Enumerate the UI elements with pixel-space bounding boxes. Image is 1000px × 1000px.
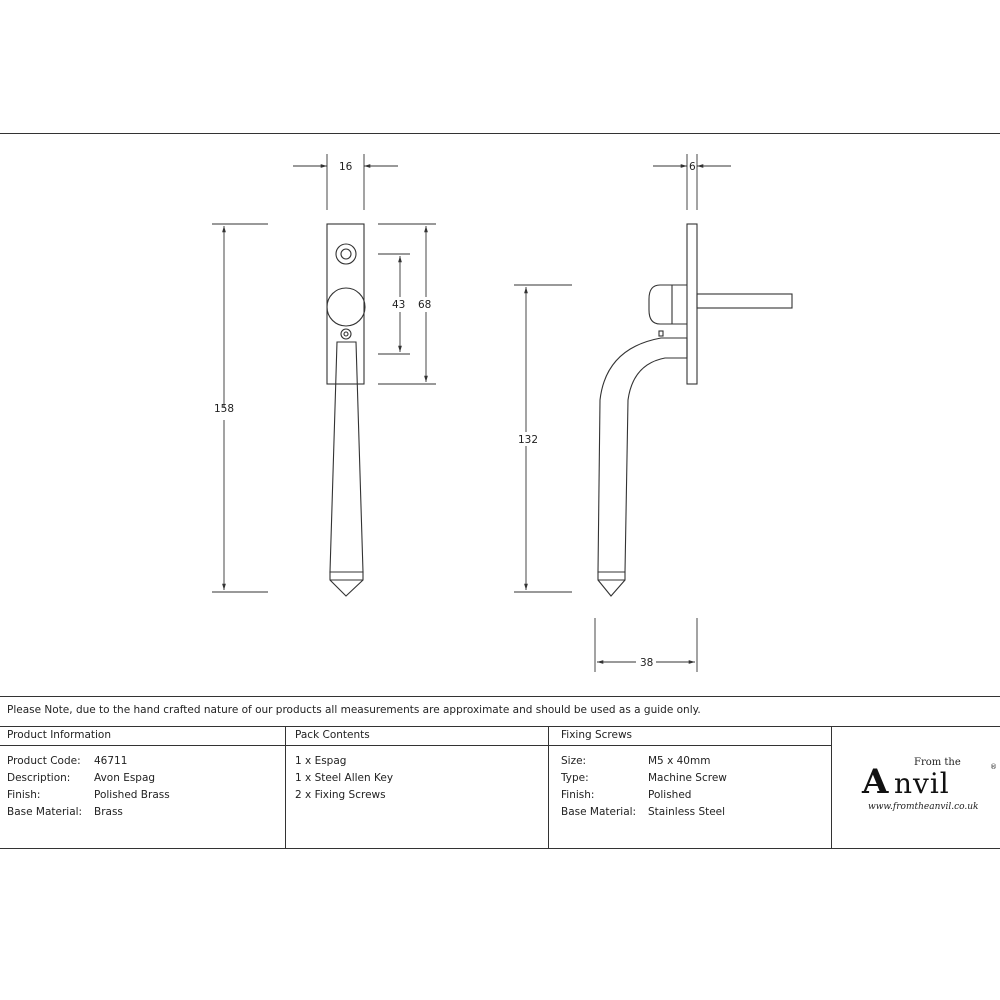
base-material-value: Brass [94, 806, 123, 818]
screw-base-material-value: Stainless Steel [648, 806, 726, 818]
product-info-values: 46711 Avon Espag Polished Brass Brass [94, 753, 170, 821]
side-handle [597, 337, 688, 573]
fixing-screws-values: M5 x 40mm Machine Screw Polished Stainle… [648, 753, 727, 821]
note-divider [0, 726, 1000, 727]
front-handle-tip [329, 571, 364, 597]
product-info-labels: Product Code: Description: Finish: Base … [7, 753, 82, 821]
side-backplate [686, 223, 698, 385]
screw-base-material-label: Base Material: [561, 806, 637, 818]
dim-hole-spacing: 43 [392, 299, 405, 311]
base-material-label: Base Material: [7, 806, 83, 818]
finish-value: Polished Brass [94, 789, 170, 801]
description-value: Avon Espag [94, 772, 156, 784]
dim-projection: 38 [640, 657, 653, 669]
description-label: Description: [7, 772, 71, 784]
side-spindle [696, 293, 793, 309]
col-divider-1 [285, 727, 286, 848]
top-border [0, 133, 1000, 134]
dim-front-width: 16 [339, 161, 353, 173]
pack-item: 1 x Espag [295, 755, 347, 767]
side-view [597, 223, 793, 597]
screw-size-value: M5 x 40mm [648, 755, 711, 767]
pack-item: 1 x Steel Allen Key [295, 772, 394, 784]
logo-from-text: From the [914, 757, 961, 768]
side-boss [648, 284, 687, 325]
col-divider-3 [831, 727, 832, 848]
fixing-screws-labels: Size: Type: Finish: Base Material: [561, 753, 636, 821]
logo-wordmark: nvil [894, 767, 950, 800]
product-code-label: Product Code: [7, 755, 81, 767]
dim-side-thickness: 6 [689, 161, 696, 173]
header-divider [0, 745, 832, 746]
front-top-screw-hole-inner [340, 248, 352, 260]
front-small-screw [340, 328, 352, 340]
screw-finish-label: Finish: [561, 789, 595, 801]
anvil-logo: From the A nvil ® www.fromtheanvil.co.uk [858, 752, 1000, 820]
pack-item: 2 x Fixing Screws [295, 789, 386, 801]
product-info-header: Product Information [7, 729, 111, 741]
screw-size-label: Size: [561, 755, 587, 767]
dim-front-height: 158 [214, 403, 234, 415]
col-divider-2 [548, 727, 549, 848]
info-bottom-border [0, 848, 1000, 849]
front-backplate [326, 223, 365, 385]
dim-side-height: 132 [518, 434, 538, 446]
pack-contents-header: Pack Contents [295, 729, 370, 741]
fixing-screws-header: Fixing Screws [561, 729, 633, 741]
logo-url: www.fromtheanvil.co.uk [868, 802, 979, 812]
side-handle-tip [597, 571, 626, 597]
front-top-screw-hole-outer [335, 243, 357, 265]
pack-contents-list: 1 x Espag 1 x Steel Allen Key 2 x Fixing… [295, 753, 393, 804]
finish-label: Finish: [7, 789, 41, 801]
front-boss [326, 287, 366, 327]
screw-finish-value: Polished [648, 789, 692, 801]
product-code-value: 46711 [94, 755, 128, 767]
front-small-screw-inner [343, 331, 349, 337]
side-dimensions [514, 154, 731, 672]
registered-mark: ® [990, 763, 997, 771]
front-view [326, 223, 366, 597]
screw-type-label: Type: [561, 772, 589, 784]
screw-type-value: Machine Screw [648, 772, 727, 784]
measurement-note: Please Note, due to the hand crafted nat… [7, 704, 701, 716]
front-dimensions [212, 154, 436, 593]
dim-plate-height: 68 [418, 299, 431, 311]
logo-letter-a: A [862, 762, 889, 802]
front-handle [329, 341, 364, 573]
info-top-border [0, 696, 1000, 697]
